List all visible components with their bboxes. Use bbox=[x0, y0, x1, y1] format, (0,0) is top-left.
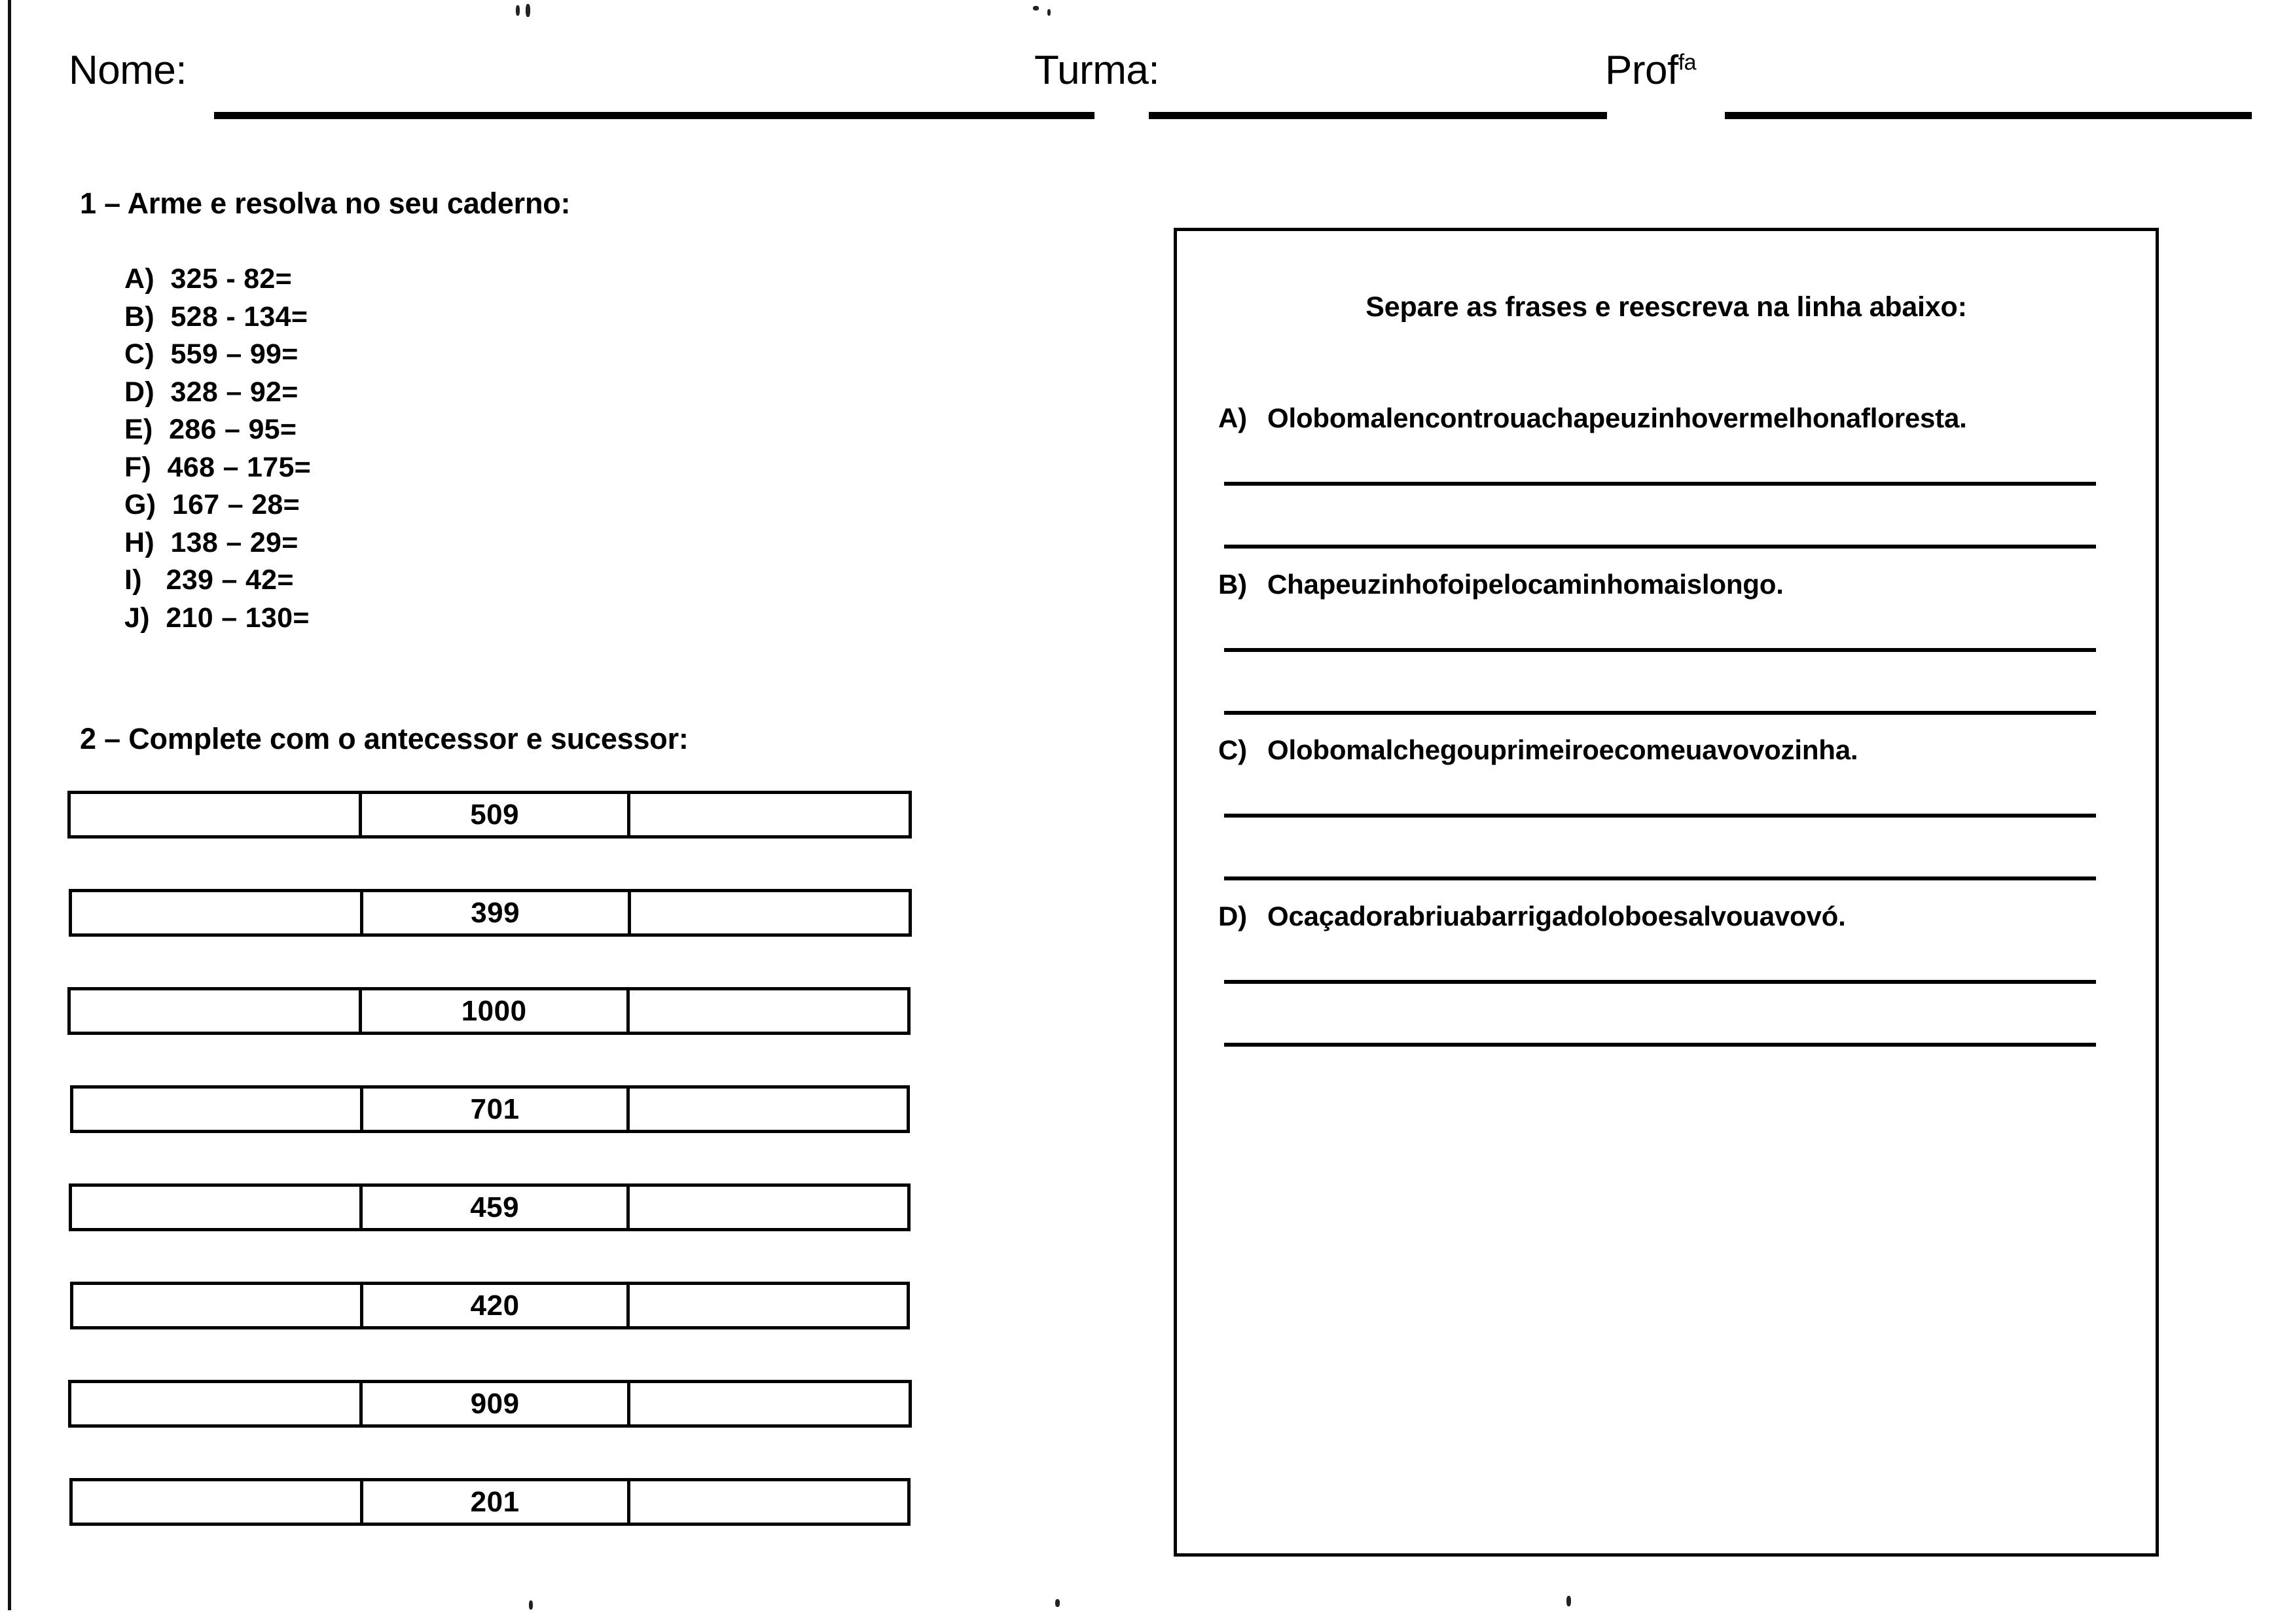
professora-label-text: Prof bbox=[1605, 48, 1678, 93]
sucessor-cell[interactable] bbox=[630, 1187, 907, 1228]
numero-cell: 701 bbox=[359, 1089, 630, 1130]
sentence-letter: B) bbox=[1218, 569, 1247, 600]
scan-speck bbox=[1055, 1599, 1060, 1607]
sucessor-cell[interactable] bbox=[630, 1481, 907, 1523]
answer-write-line[interactable] bbox=[1224, 545, 2096, 549]
numero-cell: 1000 bbox=[358, 990, 630, 1032]
sentence-item: A) Olobomalencontrouachapeuzinhovermelhon… bbox=[1218, 403, 1967, 434]
scan-speck bbox=[1033, 6, 1039, 10]
table-row: 420 bbox=[70, 1282, 910, 1329]
answer-write-line[interactable] bbox=[1224, 1043, 2096, 1047]
operation-item: E) 286 – 95= bbox=[124, 414, 297, 445]
sucessor-cell[interactable] bbox=[630, 1383, 909, 1424]
operation-item: H) 138 – 29= bbox=[124, 526, 298, 558]
antecessor-cell[interactable] bbox=[72, 1187, 359, 1228]
exercise1-operations-list: A) 325 - 82= B) 528 - 134= C) 559 – 99= … bbox=[124, 261, 311, 637]
antecessor-cell[interactable] bbox=[71, 794, 359, 835]
scan-speck bbox=[1047, 9, 1051, 16]
numero-cell: 201 bbox=[359, 1481, 630, 1523]
answer-write-line[interactable] bbox=[1224, 648, 2096, 652]
sentence-letter: C) bbox=[1218, 734, 1247, 765]
numero-cell: 509 bbox=[359, 794, 631, 835]
sucessor-cell[interactable] bbox=[630, 794, 909, 835]
operation-item: D) 328 – 92= bbox=[124, 376, 298, 408]
turma-label: Turma: bbox=[1034, 48, 1160, 93]
nome-write-line[interactable] bbox=[214, 112, 1094, 119]
numero-cell: 459 bbox=[359, 1187, 630, 1228]
antecessor-cell[interactable] bbox=[73, 1089, 360, 1130]
nome-label: Nome: bbox=[69, 48, 187, 93]
antecessor-cell[interactable] bbox=[71, 1383, 359, 1424]
antecessor-cell[interactable] bbox=[73, 1481, 360, 1523]
sentence-text: Olobomalchegouprimeiroecomeuavovozinha. bbox=[1267, 734, 1858, 765]
answer-write-line[interactable] bbox=[1224, 814, 2096, 818]
numero-cell: 420 bbox=[359, 1285, 630, 1326]
antecessor-sucessor-table: 509 399 1000 701 459 420 bbox=[67, 791, 912, 1576]
numero-cell: 399 bbox=[359, 892, 631, 933]
professora-write-line[interactable] bbox=[1725, 112, 2252, 119]
operation-item: A) 325 - 82= bbox=[124, 263, 293, 295]
sentence-text: Olobomalencontrouachapeuzinhovermelhonaf… bbox=[1267, 403, 1967, 433]
sucessor-cell[interactable] bbox=[631, 892, 909, 933]
table-row: 509 bbox=[67, 791, 912, 839]
operation-item: I) 239 – 42= bbox=[124, 564, 294, 596]
antecessor-cell[interactable] bbox=[72, 892, 360, 933]
table-row: 701 bbox=[70, 1085, 910, 1133]
sentence-item: B) Chapeuzinhofoipelocaminhomaislongo. bbox=[1218, 569, 1784, 600]
student-info-header: Nome: Turma: Proffa bbox=[69, 36, 2252, 119]
professora-label-superscript: fa bbox=[1678, 50, 1697, 75]
scan-speck bbox=[526, 4, 530, 17]
operation-item: B) 528 - 134= bbox=[124, 300, 308, 333]
table-row: 201 bbox=[69, 1478, 911, 1526]
sentence-text: Chapeuzinhofoipelocaminhomaislongo. bbox=[1267, 569, 1784, 600]
answer-write-line[interactable] bbox=[1224, 711, 2096, 715]
sentence-letter: D) bbox=[1218, 901, 1247, 931]
exercise2-title: 2 – Complete com o antecessor e sucessor… bbox=[80, 722, 689, 755]
table-row: 1000 bbox=[67, 987, 911, 1035]
answer-write-line[interactable] bbox=[1224, 482, 2096, 486]
scan-speck bbox=[516, 5, 520, 16]
sentence-item: D) Ocaçadorabriuabarrigadoloboesalvouavov… bbox=[1218, 901, 1846, 932]
antecessor-cell[interactable] bbox=[71, 990, 359, 1032]
operation-item: J) 210 – 130= bbox=[124, 602, 310, 634]
exercise3-title: Separe as frases e reescreva na linha ab… bbox=[1365, 291, 1967, 323]
professora-label: Proffa bbox=[1605, 48, 1697, 93]
sucessor-cell[interactable] bbox=[630, 1285, 907, 1326]
scan-speck bbox=[1566, 1596, 1571, 1606]
separate-sentences-panel: Separe as frases e reescreva na linha ab… bbox=[1174, 228, 2159, 1557]
answer-write-line[interactable] bbox=[1224, 876, 2096, 880]
sucessor-cell[interactable] bbox=[630, 1089, 907, 1130]
operation-item: C) 559 – 99= bbox=[124, 338, 298, 370]
numero-cell: 909 bbox=[359, 1383, 631, 1424]
exercise1-title: 1 – Arme e resolva no seu caderno: bbox=[80, 187, 571, 220]
sentence-text: Ocaçadorabriuabarrigadoloboesalvouavovó. bbox=[1267, 901, 1846, 931]
turma-write-line[interactable] bbox=[1149, 112, 1607, 119]
operation-item: F) 468 – 175= bbox=[124, 451, 312, 483]
sentence-item: C) Olobomalchegouprimeiroecomeuavovozinha… bbox=[1218, 734, 1858, 766]
answer-write-line[interactable] bbox=[1224, 980, 2096, 984]
scan-edge-line bbox=[8, 0, 11, 1610]
table-row: 909 bbox=[68, 1380, 912, 1428]
sentence-letter: A) bbox=[1218, 403, 1247, 433]
table-row: 399 bbox=[69, 889, 912, 937]
sucessor-cell[interactable] bbox=[630, 990, 907, 1032]
antecessor-cell[interactable] bbox=[73, 1285, 360, 1326]
operation-item: G) 167 – 28= bbox=[124, 489, 300, 520]
table-row: 459 bbox=[69, 1183, 911, 1231]
scan-speck bbox=[529, 1600, 533, 1610]
